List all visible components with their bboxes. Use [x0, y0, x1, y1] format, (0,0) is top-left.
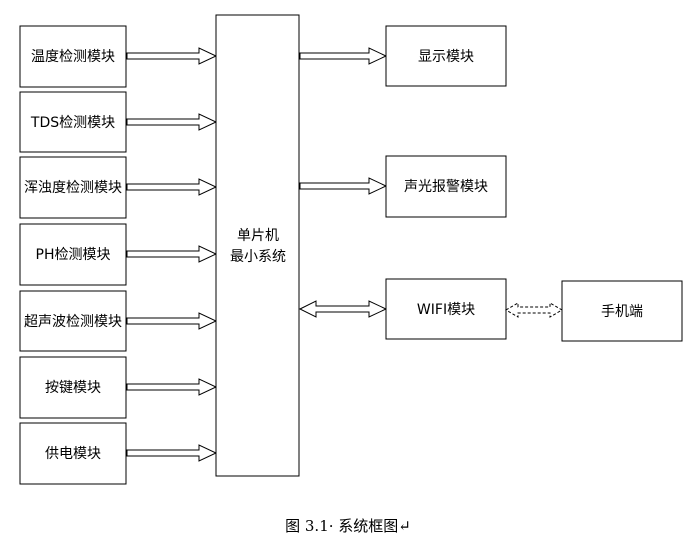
- input-arrow: [126, 378, 218, 396]
- input-arrow: [126, 444, 218, 462]
- input-arrow: [126, 312, 218, 330]
- phone-label: 手机端: [601, 304, 643, 320]
- mcu-label-line2: 最小系统: [230, 249, 286, 265]
- figure-caption: 图 3.1· 系统框图↵: [285, 517, 411, 535]
- input-module-ultrasonic: 超声波检测模块: [19, 290, 127, 352]
- input-arrow: [126, 113, 218, 131]
- input-arrow: [126, 245, 218, 263]
- input-module-turbidity: 浑浊度检测模块: [19, 156, 127, 219]
- output-module-label: 显示模块: [418, 49, 474, 65]
- output-module-label: WIFI模块: [417, 302, 475, 318]
- input-arrow: [126, 47, 218, 65]
- input-module-label: 温度检测模块: [31, 49, 115, 65]
- mcu-label-line1: 单片机: [237, 228, 279, 244]
- output-arrow-display: [299, 47, 388, 65]
- input-module-temperature: 温度检测模块: [19, 25, 127, 88]
- output-module-wifi: WIFI模块: [385, 278, 507, 340]
- input-module-ph: PH检测模块: [19, 223, 127, 286]
- wireless-link-arrow: [505, 302, 563, 318]
- input-module-label: 浑浊度检测模块: [24, 180, 122, 196]
- input-arrow: [126, 178, 218, 196]
- bidirectional-arrow-wifi: [298, 300, 388, 318]
- output-module-display: 显示模块: [385, 25, 507, 87]
- phone-block: 手机端: [561, 280, 683, 342]
- input-module-label: 按键模块: [45, 380, 101, 396]
- input-module-label: 超声波检测模块: [24, 314, 122, 330]
- input-module-label: TDS检测模块: [30, 115, 115, 131]
- input-module-power: 供电模块: [19, 422, 127, 485]
- input-module-label: 供电模块: [45, 446, 101, 462]
- mcu-block: 单片机 最小系统: [215, 14, 300, 477]
- input-module-keys: 按键模块: [19, 356, 127, 419]
- output-arrow-alarm: [299, 177, 388, 195]
- input-module-tds: TDS检测模块: [19, 91, 127, 153]
- output-module-label: 声光报警模块: [404, 179, 488, 195]
- output-module-alarm: 声光报警模块: [385, 155, 507, 218]
- input-module-label: PH检测模块: [36, 247, 111, 263]
